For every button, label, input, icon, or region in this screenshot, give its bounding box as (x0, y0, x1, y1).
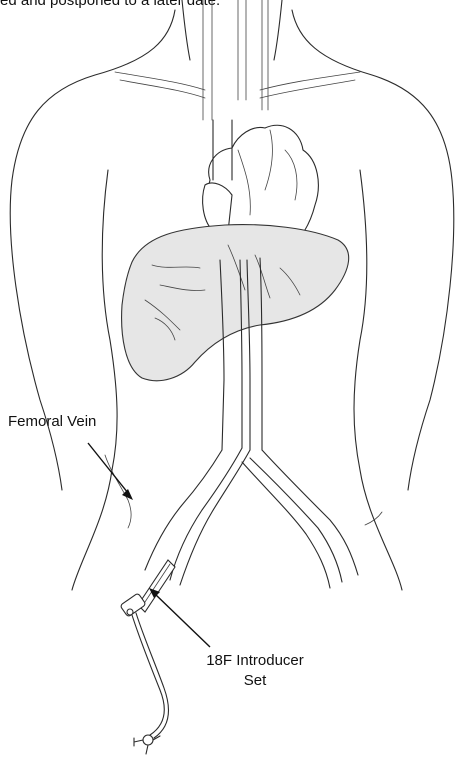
iliac-vein-right-outer (262, 450, 358, 575)
iliac-vein-left-inner (170, 448, 242, 580)
stopcock-body (143, 735, 153, 745)
introducer-arrow-line (155, 594, 210, 647)
neck-left (182, 0, 190, 60)
iliac-vein-right-inner (250, 458, 342, 582)
torso-left-side (72, 170, 117, 590)
left-subclavian-vein (115, 72, 205, 98)
femoral-vein-arrow-line (88, 443, 128, 493)
introducer-hub-port (127, 609, 133, 615)
iliac-vein-left-outer (145, 450, 222, 570)
iliac-artery-left-inner (180, 450, 250, 585)
torso-right-side (354, 170, 402, 590)
iliac-artery-right-inner (242, 462, 330, 588)
introducer-set-label: 18F Introducer Set (195, 651, 315, 691)
side-arm-tubing-inner (136, 613, 169, 738)
jugular-vein-left (203, 0, 212, 120)
liver (122, 225, 349, 381)
right-subclavian-vein (260, 72, 360, 98)
introducer-label-line2: Set (195, 671, 315, 691)
carotid (262, 0, 268, 110)
introducer-sheath-inner (141, 564, 170, 608)
jugular-vein-right (238, 0, 246, 100)
femoral-vein-label: Femoral Vein (8, 412, 96, 432)
neck-right (274, 0, 282, 60)
introducer-label-line1: 18F Introducer (195, 651, 315, 671)
